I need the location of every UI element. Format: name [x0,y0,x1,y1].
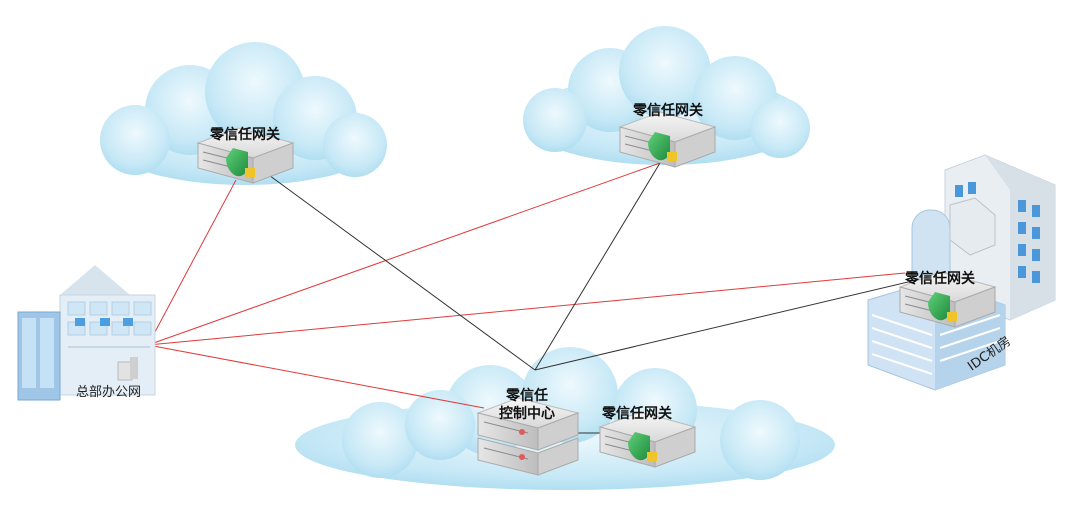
control-center-label-line1: 零信任 [506,388,548,404]
link-hq-gateway-idc [147,272,906,346]
hq-office-building [17,265,156,401]
link-control-gateway-idc [534,277,926,371]
idc-building [867,154,1056,391]
link-control-gateway-right [534,162,661,371]
shield-icon [628,432,650,461]
shield-icon [648,132,670,161]
link-hq-gateway-left [147,179,237,346]
link-hq-control-center [147,344,485,409]
hq-office-label: 总部办公网 [76,385,142,400]
link-control-gateway-left [261,169,536,371]
link-hq-gateway-right [147,162,661,346]
gateway-left-label: 零信任网关 [210,127,280,143]
control-center-server [476,397,580,476]
gateway-server-left [196,127,295,184]
black-links [261,162,926,434]
gateway-bottom-label: 零信任网关 [602,406,672,422]
shield-icon [226,148,248,177]
lock-icon [947,312,957,321]
lock-icon [245,168,255,177]
control-center-label-line2: 控制中心 [499,406,555,422]
gateway-server-bottom [598,411,697,468]
lock-icon [667,152,677,161]
gateway-server-idc [898,271,997,328]
lock-icon [647,452,657,461]
cloud-top-left [100,42,387,185]
gateway-idc-label: 零信任网关 [905,271,975,287]
red-links [147,162,906,409]
control-center-label: 零信任 控制中心 [484,387,570,423]
gateway-server-right [618,111,717,168]
shield-icon [928,292,950,321]
gateway-right-label: 零信任网关 [633,103,703,119]
